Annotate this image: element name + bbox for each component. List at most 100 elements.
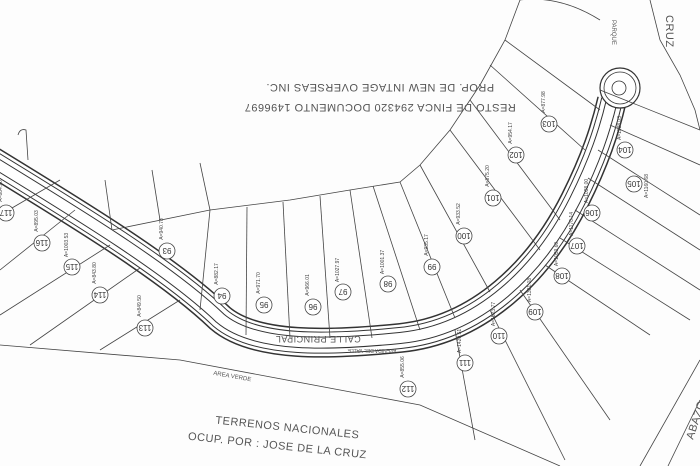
lot-number: 113 <box>138 323 151 332</box>
street-name-label: CALLE PRINCIPAL <box>275 334 360 344</box>
lot-number: 97 <box>338 287 347 296</box>
lot-98: 98 A=1001.37 <box>379 250 397 293</box>
lot-area: A=933.52 <box>456 203 462 225</box>
lot-number-circle <box>91 286 109 304</box>
lot-106: 106 A=1098.00 <box>583 179 601 222</box>
lot-115: 115 A=1003.53 <box>63 233 81 276</box>
lot-markers: 93 A=940.78 94 A=882.17 95 A=971.70 96 A=966.01… <box>0 91 650 398</box>
lot-number-circle <box>526 303 544 321</box>
lot-area: A=1003.53 <box>64 233 70 258</box>
lot-number: 98 <box>383 279 392 288</box>
lot-number-circle <box>399 380 417 398</box>
lot-116: 116 A=895.03 <box>33 210 51 252</box>
abazo-label: ABAZO <box>684 399 700 441</box>
lot-number-circle <box>33 234 51 252</box>
lot-number: 115 <box>65 262 78 271</box>
lot-102: 102 A=954.17 <box>507 122 525 164</box>
lot-number: 104 <box>618 145 632 154</box>
resto-de-finca-label: RESTO DE FINCA 294320 DOCUMENTO 1496697 <box>244 101 516 113</box>
lot-area: A=966.01 <box>305 274 311 296</box>
lot-number-circle <box>540 115 558 133</box>
lot-number: 105 <box>627 179 641 188</box>
lot-area: A=1381.18 <box>527 278 533 303</box>
lot-number-circle <box>568 237 586 255</box>
lot-number: 117 <box>0 208 12 217</box>
lot-number-circle <box>625 175 643 193</box>
lot-number-circle <box>158 242 176 260</box>
lot-number: 95 <box>259 300 268 309</box>
lot-103: 103 A=877.98 <box>540 91 558 133</box>
lot-109: 109 A=1381.18 <box>526 278 544 321</box>
cruz-label: CRUZ <box>663 15 675 48</box>
lot-area: A=855.06 <box>400 356 406 378</box>
property-owner-label: PROP. DE NEW INTAGE OVERSEAS INC. <box>266 81 494 93</box>
lot-number-circle <box>334 283 352 301</box>
lot-area: A=884.90 <box>0 180 4 202</box>
lot-number-circle <box>456 354 474 372</box>
lot-number: 96 <box>308 302 317 311</box>
lot-area: A=1027.97 <box>335 258 341 283</box>
main-road <box>0 67 641 358</box>
lot-114: 114 A=843.80 <box>91 262 109 304</box>
lot-number: 107 <box>570 241 584 250</box>
lot-112: 112 A=855.06 <box>399 356 417 398</box>
lot-area: A=843.80 <box>92 262 98 284</box>
lot-number: 114 <box>93 290 106 299</box>
lot-96: 96 A=966.01 <box>304 274 322 316</box>
lot-area: A=1098.00 <box>584 179 590 204</box>
lot-number: 103 <box>542 119 556 128</box>
lot-number: 109 <box>528 307 542 316</box>
lot-number-circle <box>423 258 441 276</box>
lot-number-circle <box>583 204 601 222</box>
lot-number: 93 <box>162 246 171 255</box>
lot-number-circle <box>63 258 81 276</box>
lot-number: 111 <box>458 358 471 367</box>
lot-94: 94 A=882.17 <box>213 263 231 305</box>
lot-number: 106 <box>585 208 599 217</box>
lot-number: 101 <box>486 193 500 202</box>
lot-area: A=1160.68 <box>644 174 650 198</box>
lot-number-circle <box>379 275 397 293</box>
lot-number-circle <box>255 296 273 314</box>
lot-104: 104 A=1188.03 <box>616 116 634 159</box>
lot-area: A=849.50 <box>137 295 143 317</box>
lot-number: 112 <box>401 384 414 393</box>
lot-number-circle <box>304 298 322 316</box>
lot-area: A=1188.03 <box>617 116 623 140</box>
lot-117: 117 A=884.90 <box>0 180 15 222</box>
lot-number-circle <box>213 287 231 305</box>
lot-number-circle <box>490 327 508 345</box>
lot-area: A=875.20 <box>485 165 491 187</box>
lot-area: A=882.17 <box>214 263 220 285</box>
lot-97: 97 A=1027.97 <box>334 258 352 301</box>
lot-area: A=1420.51 <box>457 329 463 354</box>
lot-number: 94 <box>217 291 226 300</box>
lot-area: A=1001.37 <box>380 250 386 275</box>
lot-number: 110 <box>492 331 505 340</box>
lot-113: 113 A=849.50 <box>136 295 154 337</box>
lot-number-circle <box>136 319 154 337</box>
lot-area: A=940.78 <box>159 218 165 240</box>
lot-93: 93 A=940.78 <box>158 218 176 260</box>
lot-area: A=877.98 <box>541 91 547 113</box>
lot-number: 102 <box>509 150 523 159</box>
lot-area: A=1523.77 <box>491 302 497 327</box>
lot-number: 116 <box>35 238 48 247</box>
lot-101: 101 A=875.20 <box>484 165 502 207</box>
lot-area: A=895.03 <box>34 210 40 232</box>
lot-area: A=1053.60 <box>554 242 560 267</box>
lot-99: 99A=935.17 <box>423 234 441 276</box>
lot-area: A=971.70 <box>256 272 262 294</box>
lot-area: A=935.17 <box>424 234 430 256</box>
lot-area: A=954.17 <box>508 122 514 144</box>
avenue-name-label: AVENIDA DEL VALLE <box>347 347 396 353</box>
park-label: PARQUE <box>610 20 616 45</box>
lot-number-circle <box>484 189 502 207</box>
lot-number-circle <box>455 227 473 245</box>
lot-number-circle <box>507 146 525 164</box>
